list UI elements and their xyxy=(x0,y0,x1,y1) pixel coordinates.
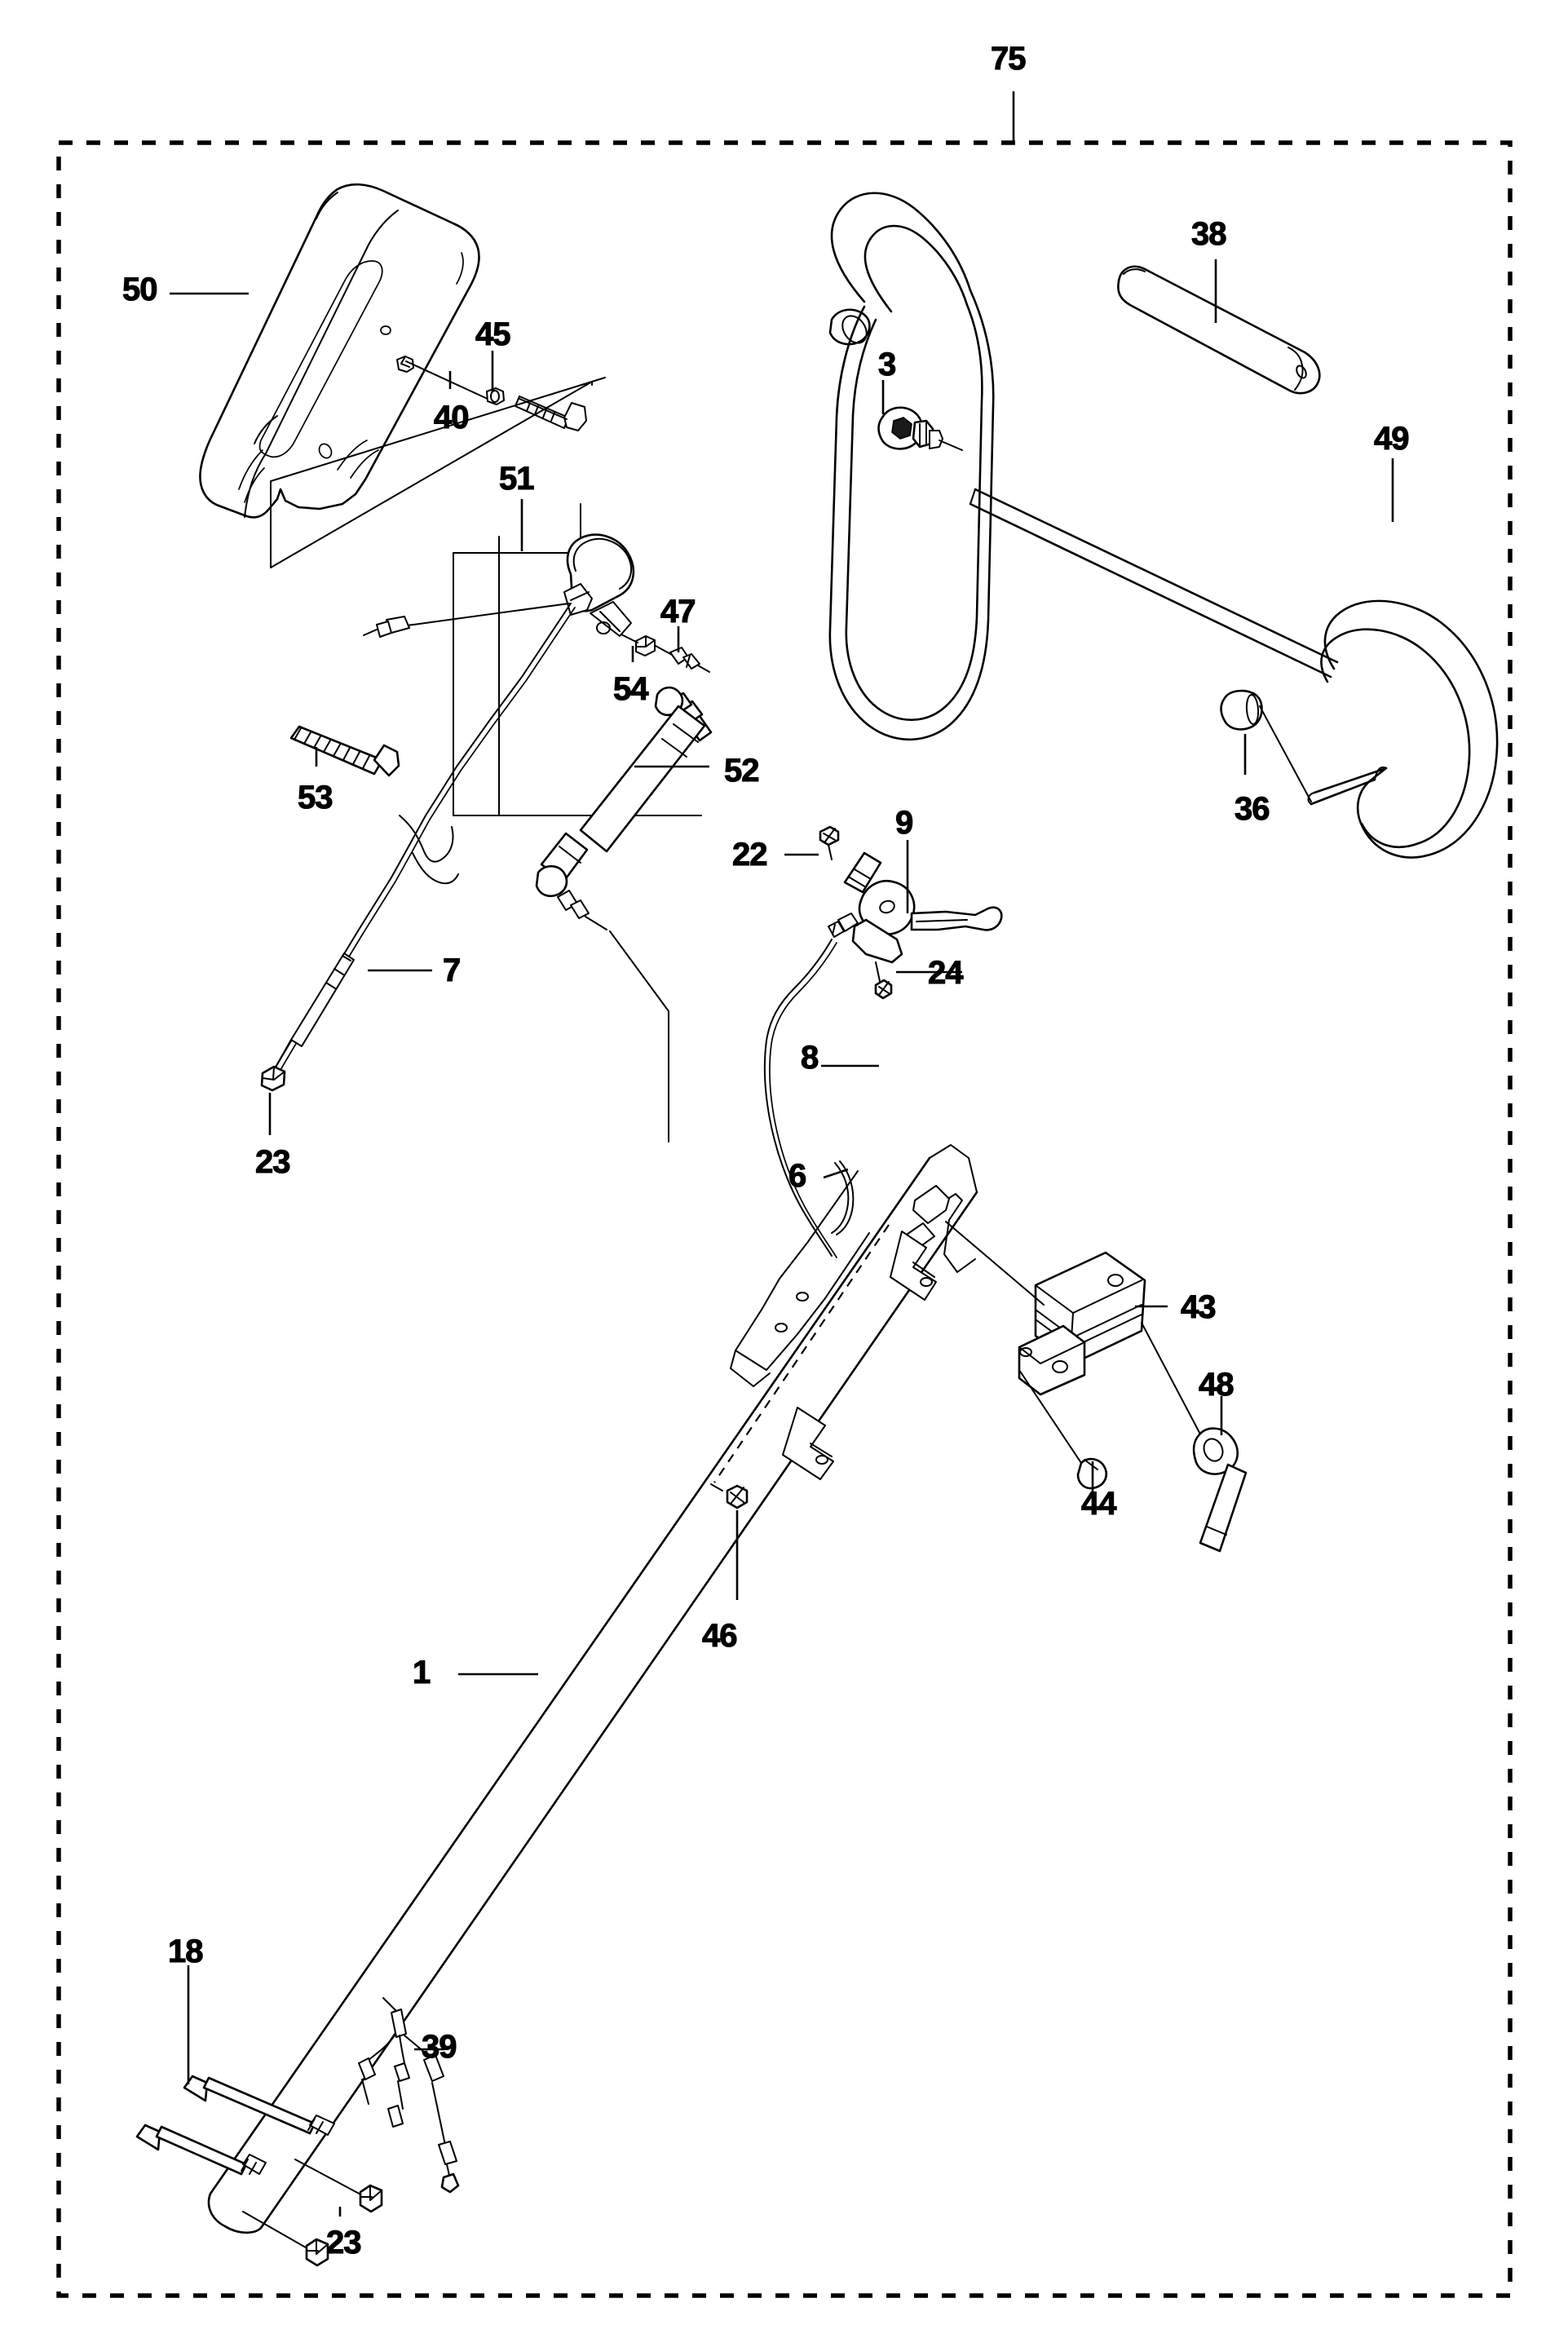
part-49-handlebar-loops xyxy=(828,192,1499,859)
callout-45: 45 xyxy=(475,316,511,352)
callout-24: 24 xyxy=(927,955,964,991)
callout-8: 8 xyxy=(800,1040,819,1076)
part-47-cable-end-fitting xyxy=(655,645,710,673)
part-6-cable-clip xyxy=(831,1160,855,1235)
callout-9: 9 xyxy=(894,805,913,841)
callout-39: 39 xyxy=(421,2029,457,2065)
part-45-hex-bolt xyxy=(515,396,587,431)
callout-54: 54 xyxy=(612,671,649,707)
part-23-lock-nuts-lower xyxy=(242,2159,383,2267)
callout-46: 46 xyxy=(701,1618,738,1654)
callout-52: 52 xyxy=(723,753,760,789)
callout-1: 1 xyxy=(412,1655,431,1691)
callout-36: 36 xyxy=(1234,791,1270,827)
callout-38: 38 xyxy=(1190,216,1227,252)
callout-6: 6 xyxy=(788,1158,806,1194)
callout-22: 22 xyxy=(731,837,768,873)
callout-43: 43 xyxy=(1180,1289,1217,1325)
callout-51: 51 xyxy=(498,461,535,497)
part-3-connector-fitting xyxy=(877,406,963,451)
part-50-control-panel-cover xyxy=(199,183,480,519)
part-1-main-handle-shaft xyxy=(207,1144,978,2234)
part-52-gas-strut xyxy=(535,686,713,1142)
callout-75: 75 xyxy=(990,41,1027,77)
callout-40: 40 xyxy=(433,400,470,435)
part-8-throttle-cable xyxy=(763,939,837,1258)
part-18-long-bolts xyxy=(135,2075,335,2176)
part-38-handle-grip-tube xyxy=(1117,265,1321,395)
callout-50: 50 xyxy=(121,272,158,307)
part-53-threaded-stud xyxy=(289,725,400,777)
callout-47: 47 xyxy=(660,594,696,630)
callout-53: 53 xyxy=(297,780,333,815)
callout-3: 3 xyxy=(877,347,896,382)
part-36-handle-end-cap xyxy=(1220,689,1312,802)
callout-49: 49 xyxy=(1373,421,1410,457)
part-48-locking-lever xyxy=(1141,1322,1248,1553)
callout-44: 44 xyxy=(1080,1486,1117,1522)
callout-23: 23 xyxy=(254,1144,291,1180)
part-40-washer xyxy=(396,356,505,405)
part-39-wiring-harness xyxy=(358,1997,460,2194)
callout-box-upper xyxy=(270,381,593,568)
part-54-spacer-nut xyxy=(621,634,656,656)
callout-7: 7 xyxy=(442,952,461,988)
leader-6 xyxy=(823,1168,849,1179)
part-7-control-cable xyxy=(260,603,576,1092)
callout-18: 18 xyxy=(167,1934,204,1969)
part-9-throttle-lever xyxy=(828,851,1003,1000)
part-44-pin xyxy=(1018,1369,1107,1490)
part-51-cable-pulley-bracket xyxy=(363,533,635,638)
part-22-screw xyxy=(819,825,840,860)
assembly-group-border xyxy=(56,140,1513,2298)
part-43-clamp-block xyxy=(945,1221,1146,1396)
callout-48: 48 xyxy=(1198,1367,1235,1403)
callout-23-lower: 23 xyxy=(325,2225,362,2261)
